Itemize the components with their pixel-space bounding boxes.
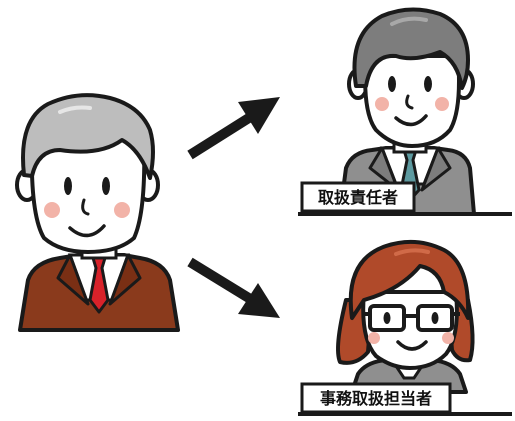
supervisor-figure (15, 93, 180, 332)
manager-desk (298, 181, 512, 216)
arrow-down-right-icon (187, 257, 280, 318)
clerk-nameplate-label: 事務取扱担当者 (320, 389, 432, 408)
clerk-figure (336, 239, 475, 394)
manager-nameplate-label: 取扱責任者 (318, 188, 398, 207)
clerk-desk (298, 382, 512, 416)
manager-figure (338, 7, 476, 216)
arrow-up-right-icon (187, 97, 280, 160)
